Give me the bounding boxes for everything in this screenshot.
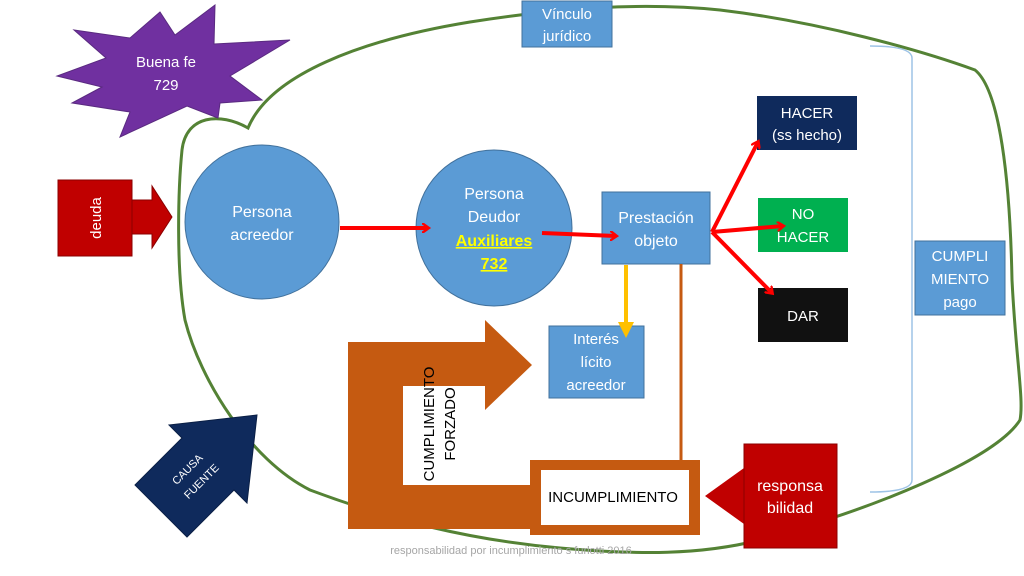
no-hacer-line-1: NO bbox=[792, 206, 815, 223]
interes-line-2: lícito bbox=[581, 354, 612, 371]
footer-credit: responsabilidad por incumplimiento s fur… bbox=[390, 545, 632, 557]
deuda-label: deuda bbox=[88, 196, 105, 238]
buena-fe-line-1: Buena fe bbox=[136, 54, 196, 71]
vinculo-line-2: jurídico bbox=[542, 28, 591, 45]
responsabilidad-line-2: bilidad bbox=[767, 500, 813, 517]
auxiliares-number: 732 bbox=[481, 256, 508, 273]
prestacion-line-1: Prestación bbox=[618, 210, 694, 227]
responsabilidad-node: responsa bilidad bbox=[705, 443, 838, 549]
hacer-line-1: HACER bbox=[781, 105, 834, 122]
deudor-line-1: Persona bbox=[464, 186, 524, 203]
incumplimiento-box: INCUMPLIMIENTO bbox=[530, 460, 700, 535]
hacer-line-2: (ss hecho) bbox=[772, 127, 842, 144]
prestacion-line-2: objeto bbox=[634, 233, 678, 250]
buena-fe-line-2: 729 bbox=[153, 77, 178, 94]
interes-line-3: acreedor bbox=[566, 377, 625, 394]
interes-line-1: Interés bbox=[573, 331, 619, 348]
cumplimiento-bracket bbox=[869, 45, 913, 493]
legal-bond-outline bbox=[177, 4, 1023, 555]
deudor-to-prestacion-arrow bbox=[541, 233, 616, 236]
responsabilidad-line-1: responsa bbox=[757, 478, 823, 495]
prestacion-to-dar-arrow bbox=[710, 230, 772, 293]
cumplimiento-forzado-window bbox=[403, 386, 485, 485]
auxiliares-label: Auxiliares bbox=[456, 233, 533, 250]
interes-arrowhead bbox=[618, 322, 634, 338]
dar-box: DAR bbox=[758, 288, 848, 342]
prestacion-to-no-hacer-arrow bbox=[711, 226, 783, 234]
deuda-arrow: deuda bbox=[57, 179, 173, 257]
no-hacer-box: NO HACER bbox=[758, 198, 848, 252]
cumplimiento-forzado-line-2: FORZADO bbox=[442, 387, 459, 460]
dar-label: DAR bbox=[787, 308, 819, 325]
cumplimiento-forzado-line-1: CUMPLIMIENTO bbox=[421, 367, 438, 482]
persona-deudor-node: Persona Deudor Auxiliares 732 bbox=[415, 149, 573, 307]
hacer-box: HACER (ss hecho) bbox=[757, 96, 857, 150]
acreedor-line-1: Persona bbox=[232, 204, 292, 221]
prestacion-to-hacer-arrow bbox=[710, 142, 758, 233]
prestacion-objeto-box: Prestación objeto bbox=[601, 191, 711, 265]
cumplimiento-line-1: CUMPLI bbox=[932, 248, 989, 265]
interes-licito-box: Interés lícito acreedor bbox=[548, 325, 645, 399]
persona-acreedor-node: Persona acreedor bbox=[184, 144, 340, 300]
cumplimiento-forzado-arrow bbox=[348, 320, 532, 529]
no-hacer-line-2: HACER bbox=[777, 229, 830, 246]
cumplimiento-pago-box: CUMPLI MIENTO pago bbox=[914, 240, 1006, 316]
vinculo-line-1: Vínculo bbox=[542, 6, 592, 23]
deudor-line-2: Deudor bbox=[468, 209, 521, 226]
cumplimiento-line-3: pago bbox=[943, 294, 976, 311]
incumplimiento-label: INCUMPLIMIENTO bbox=[548, 489, 678, 506]
vinculo-juridico-box: Vínculo jurídico bbox=[521, 0, 613, 48]
buena-fe-starburst: Buena fe 729 bbox=[55, 3, 291, 138]
cumplimiento-line-2: MIENTO bbox=[931, 271, 989, 288]
causa-fuente-arrow: CAUSA FUENTE bbox=[134, 414, 258, 538]
acreedor-line-2: acreedor bbox=[230, 227, 294, 244]
